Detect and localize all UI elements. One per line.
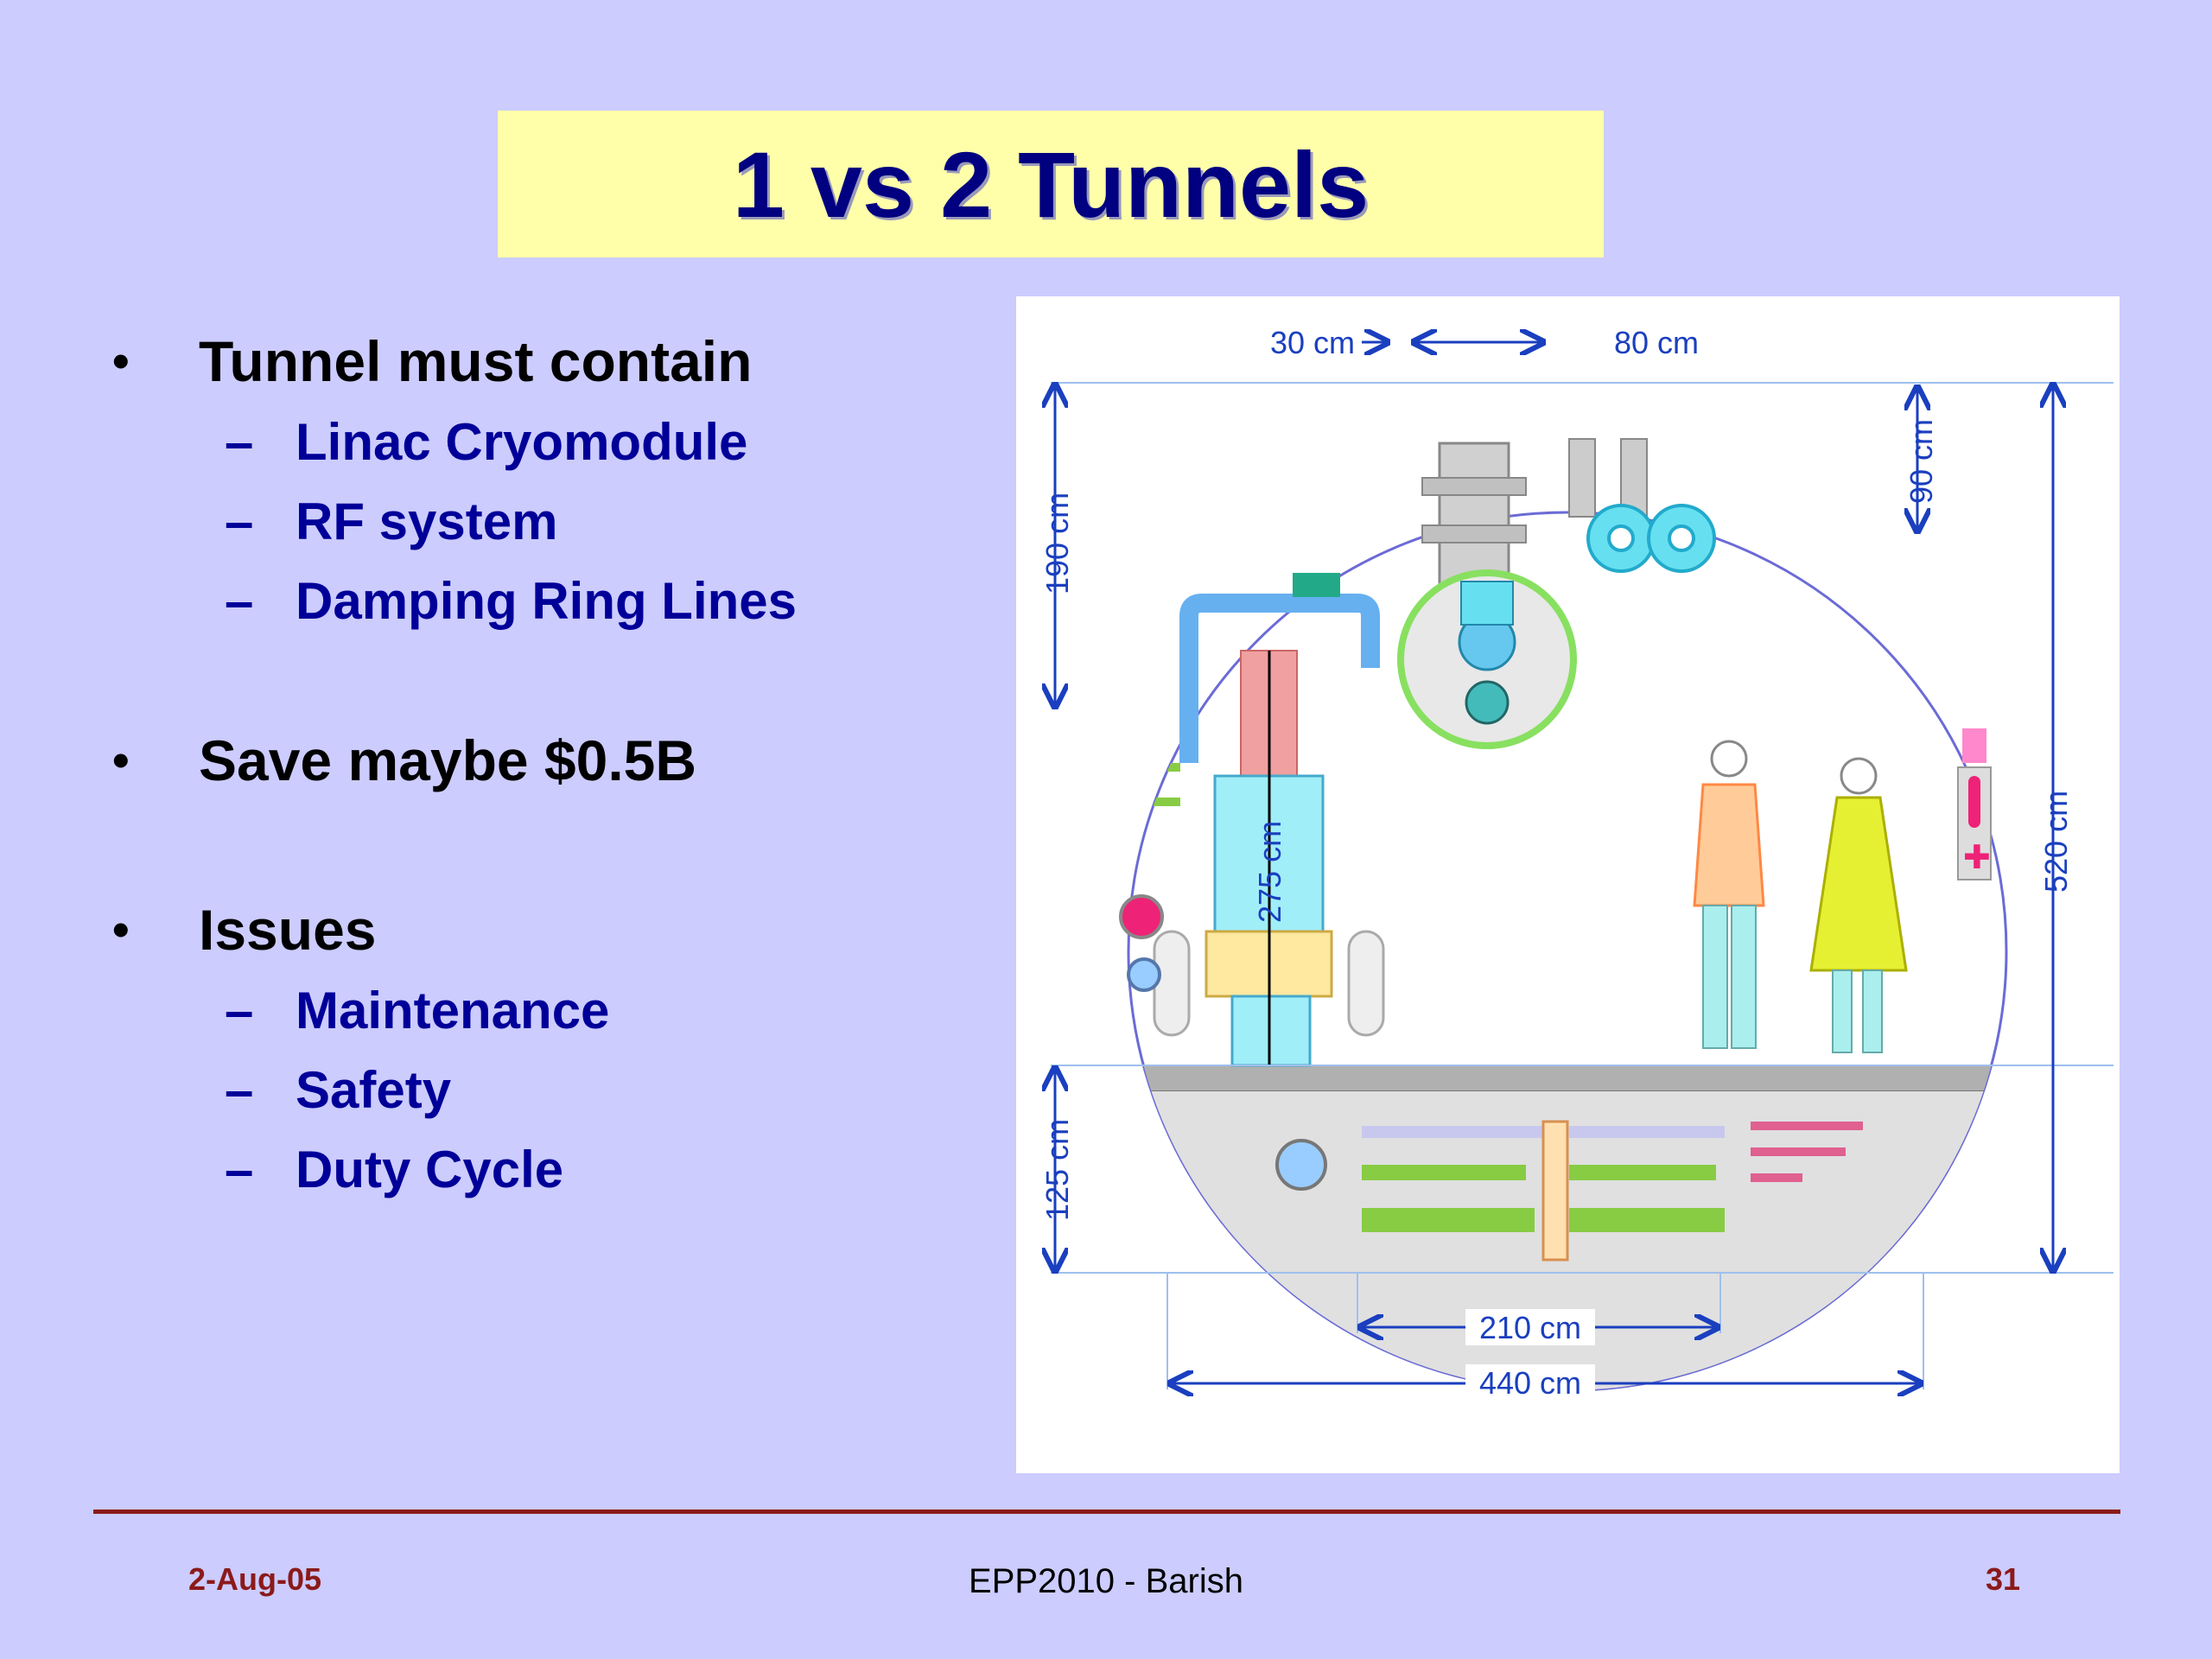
tunnel-cross-section-figure: 275 cm ✚ 30 cm xyxy=(1016,296,2120,1473)
sub-bullet-item: – Damping Ring Lines xyxy=(112,562,976,641)
cable-tray xyxy=(1362,1208,1535,1232)
slide-title: 1 vs 2 Tunnels xyxy=(732,131,1370,237)
bullet-item: • Issues xyxy=(112,888,976,971)
bullet-mark: • xyxy=(112,902,130,957)
footer-date: 2-Aug-05 xyxy=(188,1561,322,1597)
dimension-label-top-left: 30 cm xyxy=(1270,325,1355,360)
alarm-light xyxy=(1962,728,1986,763)
arch-segment xyxy=(1301,404,1820,482)
bullet-mark: • xyxy=(112,334,130,388)
side-panel xyxy=(1128,590,1154,763)
dimension-label-right: 520 cm xyxy=(2038,791,2074,893)
sub-bullet-mark: – xyxy=(225,572,254,630)
dimension-label-bottom-outer: 440 cm xyxy=(1479,1365,1581,1401)
floor-slab xyxy=(1128,1065,2006,1092)
bullet-mark: • xyxy=(112,733,130,787)
sub-bullet-mark: – xyxy=(225,982,254,1039)
cable-tray xyxy=(1569,1208,1725,1232)
sub-bullet-text: Damping Ring Lines xyxy=(296,572,798,630)
sub-bullet-item: – Linac Cryomodule xyxy=(112,403,976,482)
dimension-label-left-upper: 190 cm xyxy=(1039,493,1075,594)
bullet-item: • Tunnel must contain xyxy=(112,320,976,403)
cable-tray xyxy=(1362,1165,1526,1180)
dimension-label-inner: 275 cm xyxy=(1252,821,1287,923)
drain-pipe xyxy=(1275,1139,1327,1191)
sub-bullet-text: RF system xyxy=(296,493,558,550)
rack xyxy=(1128,728,1180,737)
dimension-label-left-lower: 125 cm xyxy=(1039,1119,1075,1221)
bullet-list: • Tunnel must contain – Linac Cryomodule… xyxy=(112,320,976,1210)
flange xyxy=(1421,477,1527,496)
sub-bullet-text: Safety xyxy=(296,1061,452,1119)
wheel xyxy=(1347,930,1385,1037)
wheel xyxy=(1153,930,1191,1037)
cable-tray xyxy=(1569,1165,1716,1180)
flange xyxy=(1421,524,1527,543)
floor-base xyxy=(1128,1091,2006,1390)
rack xyxy=(1128,694,1180,702)
pipe-row xyxy=(1751,1173,1802,1182)
sub-bullet-item: – Safety xyxy=(112,1051,976,1130)
sub-bullet-mark: – xyxy=(225,1141,254,1198)
sub-bullet-item: – RF system xyxy=(112,482,976,562)
sub-bullet-text: Linac Cryomodule xyxy=(296,413,748,471)
bullet-text: Save maybe $0.5B xyxy=(199,728,697,792)
page-number: 31 xyxy=(1986,1561,2021,1597)
footer-author: EPP2010 - Barish xyxy=(969,1562,1243,1600)
sub-bullet-mark: – xyxy=(225,493,254,550)
gas-return-pipe xyxy=(1465,680,1510,725)
footer-divider xyxy=(93,1510,2120,1514)
ring-support xyxy=(1568,438,1596,518)
tunnel-diagram: 275 cm ✚ 30 cm xyxy=(1039,325,2113,1401)
rf-connector xyxy=(1293,573,1340,597)
channel xyxy=(1569,1126,1725,1138)
dimension-label-top-right: 80 cm xyxy=(1614,325,1699,360)
sub-bullet-text: Maintenance xyxy=(296,982,610,1039)
base-tank xyxy=(1230,995,1312,1067)
coupler xyxy=(1460,581,1514,626)
first-aid-icon: ✚ xyxy=(1963,838,1991,876)
sub-bullet-text: Duty Cycle xyxy=(296,1141,564,1198)
extinguisher xyxy=(1968,776,1980,828)
drain-column xyxy=(1541,1120,1569,1262)
dimension-label-bottom-inner: 210 cm xyxy=(1479,1310,1581,1345)
title-box: 1 vs 2 Tunnels xyxy=(498,111,1604,257)
pipe-row xyxy=(1751,1122,1863,1130)
ring-support xyxy=(1620,438,1648,518)
sub-bullet-mark: – xyxy=(225,413,254,471)
pipe-row xyxy=(1751,1147,1846,1156)
beam-pipe xyxy=(1668,524,1695,552)
pipe-fixture xyxy=(1119,894,1164,939)
dimension-label-top-right-vertical: 90 cm xyxy=(1904,419,1939,504)
rf-waveguide xyxy=(1179,594,1380,763)
bullet-item: • Save maybe $0.5B xyxy=(112,719,976,802)
channel xyxy=(1362,1126,1543,1138)
beam-pipe xyxy=(1607,524,1635,552)
bullet-text: Issues xyxy=(199,898,377,962)
bullet-text: Tunnel must contain xyxy=(199,329,753,393)
sub-bullet-item: – Duty Cycle xyxy=(112,1130,976,1210)
person-figure xyxy=(1809,757,1908,1053)
person-figure xyxy=(1693,740,1765,1049)
sub-bullet-item: – Maintenance xyxy=(112,971,976,1051)
sub-bullet-mark: – xyxy=(225,1061,254,1119)
pipe-fixture xyxy=(1127,957,1161,992)
rack xyxy=(1128,798,1180,806)
